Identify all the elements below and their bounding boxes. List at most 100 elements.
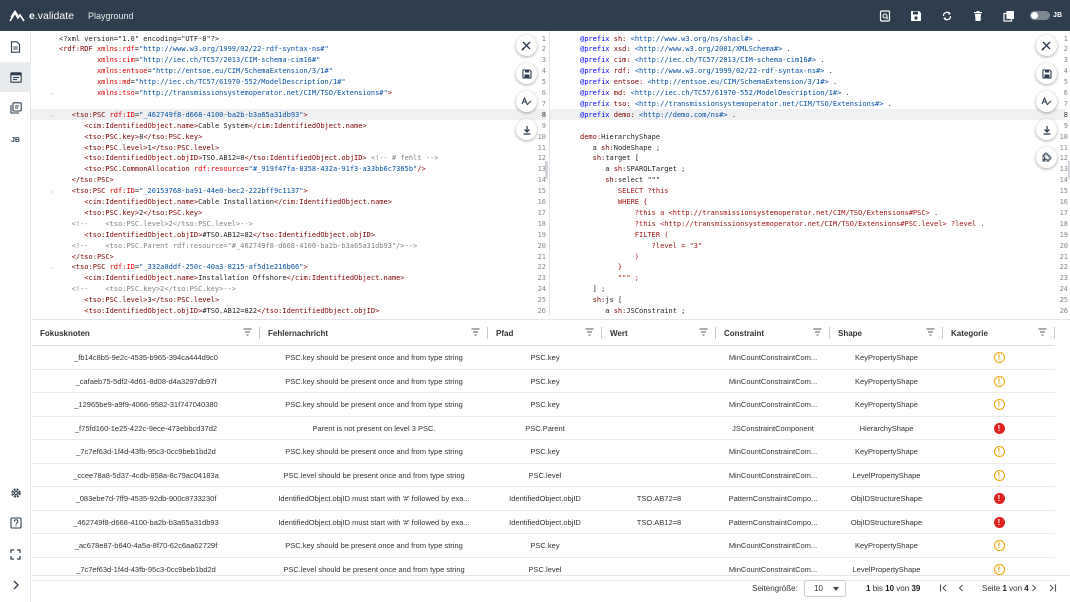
fold-chevron-icon[interactable]: ˬ bbox=[51, 187, 53, 194]
save-data-button[interactable] bbox=[516, 63, 537, 84]
library-icon bbox=[9, 102, 22, 114]
code-token: "_462749f8-d668-4100-ba2b-b3a65a31db93" bbox=[139, 110, 304, 119]
cell-text: PSC.key should be present once and from … bbox=[285, 541, 463, 550]
cell-focus: _fb14c8b5-9e2c-4535-b965-394ca444d9c0 bbox=[32, 346, 260, 369]
filter-icon[interactable] bbox=[471, 328, 480, 336]
fold-chevron-icon[interactable]: ˬ bbox=[51, 263, 53, 270]
logo-text: e.validate bbox=[29, 9, 74, 22]
column-header-wert[interactable]: Wert bbox=[602, 320, 716, 346]
column-header-shape[interactable]: Shape bbox=[830, 320, 943, 346]
delete-button[interactable] bbox=[962, 0, 993, 31]
code-line: a sh:SPARQLTarget ; bbox=[580, 164, 685, 175]
save-shapes-button[interactable] bbox=[1036, 63, 1057, 84]
cell-focus: _ccee78a8-5d37-4cdb-858a-8c79ac04183a bbox=[32, 464, 260, 487]
page-size-select[interactable]: 10 bbox=[804, 580, 846, 597]
editor-scrollbar[interactable] bbox=[545, 161, 548, 179]
filter-icon[interactable] bbox=[243, 328, 252, 336]
column-divider[interactable] bbox=[259, 327, 260, 339]
code-line: <tso:PSC rdf:ID="_20153768-ba91-44e0-bec… bbox=[59, 186, 308, 197]
download-data-button[interactable] bbox=[516, 119, 537, 140]
format-shapes-button[interactable] bbox=[1036, 91, 1057, 112]
cell-path: PSC.key bbox=[488, 534, 602, 557]
sidebar-item-help[interactable] bbox=[0, 508, 31, 538]
column-header-fokusknoten[interactable]: Fokusknoten bbox=[32, 320, 260, 346]
code-line: sh:select """ bbox=[580, 175, 660, 186]
clear-data-button[interactable] bbox=[516, 35, 537, 56]
fold-chevron-icon[interactable]: ˬ bbox=[51, 110, 53, 117]
sidebar-expand-button[interactable] bbox=[0, 570, 31, 600]
cell-text: PSC.key bbox=[530, 376, 560, 386]
download-shapes-button[interactable] bbox=[1036, 119, 1057, 140]
save-button[interactable] bbox=[900, 0, 931, 31]
filter-icon[interactable] bbox=[926, 328, 935, 336]
data-editor[interactable]: 1<?xml version="1.0" encoding="UTF-8"?>2… bbox=[31, 31, 548, 316]
code-token: sh: bbox=[613, 34, 627, 43]
fold-chevron-icon[interactable]: ˬ bbox=[51, 89, 53, 95]
line-number: 19 bbox=[537, 230, 546, 239]
line-number: 26 bbox=[1059, 307, 1068, 315]
copy-button[interactable] bbox=[993, 0, 1024, 31]
code-token bbox=[59, 67, 97, 75]
code-line: <?xml version="1.0" encoding="UTF-8"?> bbox=[59, 34, 219, 45]
column-header-kategorie[interactable]: Kategorie bbox=[943, 320, 1055, 346]
app-logo[interactable]: e.validate bbox=[9, 9, 74, 22]
column-divider[interactable] bbox=[942, 327, 943, 339]
next-page-button[interactable] bbox=[1027, 581, 1041, 595]
validate-button[interactable] bbox=[869, 0, 900, 31]
cell-text: _462749f8-d668-4100-ba2b-b3a65a31db93 bbox=[73, 517, 219, 527]
clear-shapes-button[interactable] bbox=[1036, 35, 1057, 56]
code-token: <http://www.w3.org/1999/02/22-rdf-syntax… bbox=[634, 67, 825, 76]
filter-icon[interactable] bbox=[1038, 328, 1047, 336]
theme-toggle[interactable]: JB bbox=[1030, 11, 1062, 20]
column-header-pfad[interactable]: Pfad bbox=[488, 320, 602, 346]
shapes-editor[interactable]: 1@prefix sh: <http://www.w3.org/ns/shacl… bbox=[549, 31, 1070, 316]
sidebar-item-settings[interactable] bbox=[0, 478, 31, 508]
column-divider[interactable] bbox=[829, 327, 830, 339]
column-header-fehlernachricht[interactable]: Fehlernachricht bbox=[260, 320, 488, 346]
warning-icon: ! bbox=[993, 375, 1005, 387]
column-header-constraint[interactable]: Constraint bbox=[716, 320, 830, 346]
column-divider[interactable] bbox=[1054, 327, 1055, 339]
first-page-button[interactable] bbox=[936, 581, 950, 595]
cell-text: KeyPropertyShape bbox=[855, 376, 918, 386]
code-token bbox=[59, 78, 97, 86]
sidebar-item-fullscreen[interactable] bbox=[0, 539, 31, 569]
code-token: Installation Offshore bbox=[198, 274, 287, 283]
filter-icon[interactable] bbox=[813, 328, 822, 336]
toggle-switch[interactable] bbox=[1030, 11, 1051, 20]
editor-scrollbar[interactable] bbox=[1068, 161, 1070, 179]
format-data-button[interactable] bbox=[516, 91, 537, 112]
format-icon bbox=[521, 96, 532, 106]
code-line: ] ; bbox=[580, 284, 606, 295]
sidebar-item-library[interactable] bbox=[0, 93, 31, 123]
cell-text: MinCountConstraintCom... bbox=[728, 353, 818, 362]
cell-path: PSC.key bbox=[488, 370, 602, 393]
code-token: <http://www.w3.org/2001/XMLSchema#> bbox=[634, 45, 783, 54]
last-page-button[interactable] bbox=[1045, 581, 1059, 595]
code-token: xsd: bbox=[613, 45, 631, 54]
previous-page-button[interactable] bbox=[954, 581, 968, 595]
code-line: <!-- <tso:PSC.level>2</tso:PSC.level>--> bbox=[59, 219, 253, 230]
sidebar-item-playground[interactable] bbox=[0, 62, 31, 92]
code-line: @prefix md: <http://iec.ch/TC57/61970-55… bbox=[580, 88, 850, 99]
column-divider[interactable] bbox=[601, 327, 602, 339]
sidebar-item-js[interactable]: JB bbox=[0, 125, 31, 155]
extension-shapes-button[interactable] bbox=[1036, 147, 1057, 168]
filter-icon[interactable] bbox=[699, 328, 708, 336]
filter-icon[interactable] bbox=[585, 328, 594, 336]
column-divider[interactable] bbox=[487, 327, 488, 339]
column-divider[interactable] bbox=[715, 327, 716, 339]
sidebar-item-document[interactable] bbox=[0, 32, 31, 62]
code-token: SPARQLTarget ; bbox=[626, 165, 686, 174]
reload-button[interactable] bbox=[931, 0, 962, 31]
